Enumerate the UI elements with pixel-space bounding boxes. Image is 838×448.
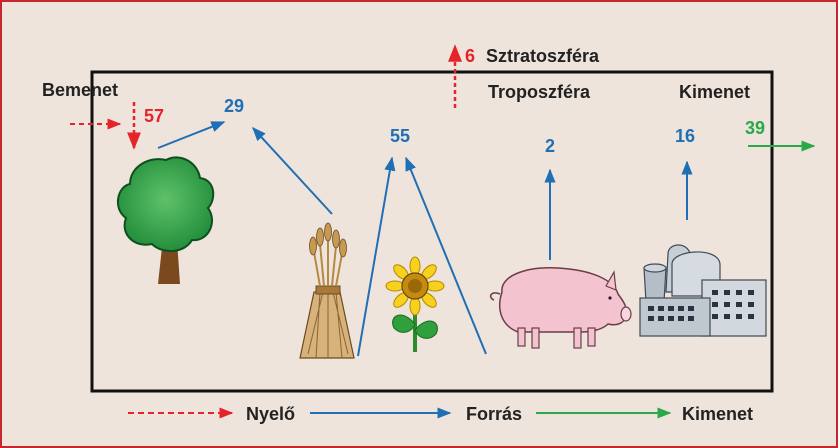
crops-value: 55 <box>390 126 410 146</box>
stratosphere-value: 6 <box>465 46 475 66</box>
factory-icon <box>640 245 766 336</box>
wheat-to-tree-arrow <box>253 128 332 214</box>
troposphere-label: Troposzféra <box>488 82 591 102</box>
wheat-sheaf-icon <box>300 223 354 358</box>
legend-output-label: Kimenet <box>682 404 753 424</box>
stratosphere-label: Sztratoszféra <box>486 46 600 66</box>
wheat-to-crops-arrow <box>358 158 392 356</box>
input-label: Bemenet <box>42 80 118 100</box>
output-label: Kimenet <box>679 82 750 102</box>
tree-value: 29 <box>224 96 244 116</box>
legend-source-label: Forrás <box>466 404 522 424</box>
output-value: 39 <box>745 118 765 138</box>
pig-icon <box>491 268 631 348</box>
legend-sink-label: Nyelő <box>246 404 295 424</box>
tree-arrow <box>158 122 224 148</box>
input-value: 57 <box>144 106 164 126</box>
factory-value: 16 <box>675 126 695 146</box>
pig-value: 2 <box>545 136 555 156</box>
tree-icon <box>118 157 213 284</box>
sunflower-to-crops-arrow <box>406 158 486 354</box>
sunflower-icon <box>386 257 444 352</box>
